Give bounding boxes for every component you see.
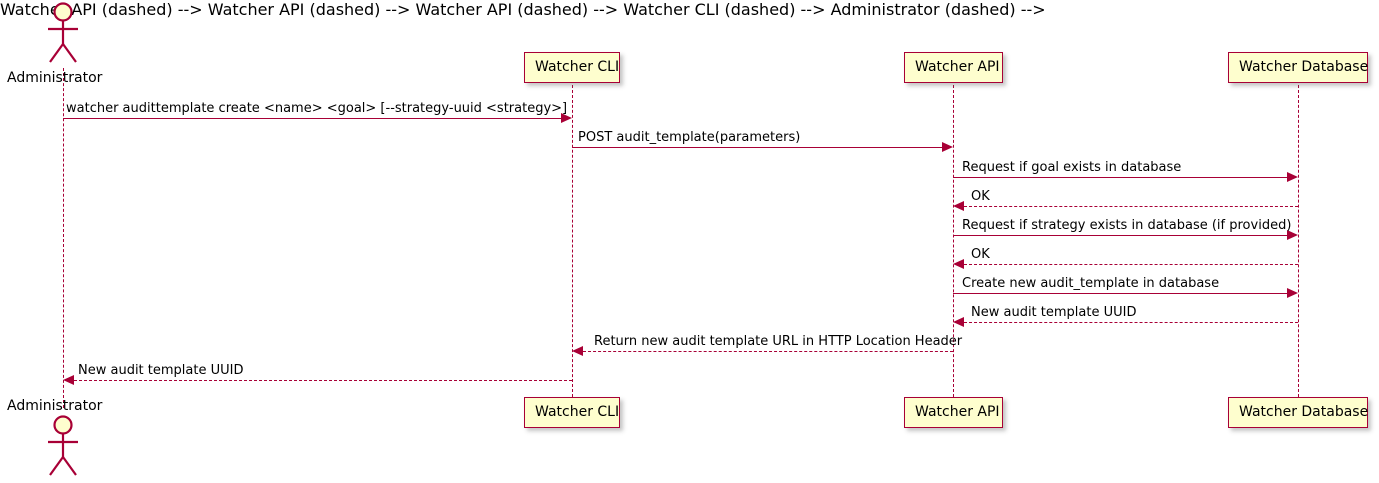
- message-line: [964, 264, 1298, 265]
- message-line: [74, 380, 572, 381]
- message-line: [953, 177, 1287, 178]
- lifeline-watcher-api: [953, 85, 954, 397]
- participant-watcher-cli-top[interactable]: Watcher CLI: [524, 52, 620, 83]
- actor-label-administrator-bottom: Administrator: [7, 398, 103, 414]
- message-label: POST audit_template(parameters): [578, 130, 801, 145]
- message-line: [964, 206, 1298, 207]
- arrowhead-right-icon: [1287, 172, 1298, 182]
- participant-watcher-cli-bottom[interactable]: Watcher CLI: [524, 397, 620, 428]
- participant-watcher-api-top[interactable]: Watcher API: [904, 52, 1003, 83]
- arrowhead-right-icon: [1287, 230, 1298, 240]
- lifeline-administrator: [63, 68, 64, 408]
- arrowhead-left-icon: [953, 201, 964, 211]
- actor-label-administrator-top: Administrator: [7, 70, 103, 86]
- actor-icon: [48, 415, 78, 476]
- arrowhead-left-icon: [63, 375, 74, 385]
- arrowhead-right-icon: [1287, 288, 1298, 298]
- message-label: OK: [971, 247, 990, 262]
- message-line: [964, 322, 1298, 323]
- arrowhead-right-icon: [561, 113, 572, 123]
- message-line: [63, 118, 561, 119]
- message-label: OK: [971, 189, 990, 204]
- participant-watcher-database-bottom[interactable]: Watcher Database: [1228, 397, 1368, 428]
- message-label: New audit template UUID: [971, 305, 1137, 320]
- arrowhead-left-icon: [953, 317, 964, 327]
- actor-icon: [48, 2, 78, 63]
- message-label: Request if goal exists in database: [962, 160, 1182, 175]
- message-line: [572, 147, 942, 148]
- participant-watcher-api-bottom[interactable]: Watcher API: [904, 397, 1003, 428]
- message-label: Request if strategy exists in database (…: [962, 218, 1292, 233]
- arrowhead-left-icon: [953, 259, 964, 269]
- message-label: watcher audittemplate create <name> <goa…: [66, 101, 568, 116]
- message-label: Create new audit_template in database: [962, 276, 1220, 291]
- arrowhead-right-icon: [942, 142, 953, 152]
- actor-administrator-top: [39, 2, 87, 63]
- arrowhead-left-icon: [572, 346, 583, 356]
- actor-administrator-bottom: [39, 415, 87, 476]
- message-line: [583, 351, 953, 352]
- message-line: [953, 235, 1287, 236]
- participant-watcher-database-top[interactable]: Watcher Database: [1228, 52, 1368, 83]
- message-label: New audit template UUID: [78, 363, 244, 378]
- lifeline-watcher-database: [1298, 85, 1299, 397]
- message-line: [953, 293, 1287, 294]
- lifeline-watcher-cli: [572, 85, 573, 397]
- message-label: Return new audit template URL in HTTP Lo…: [594, 334, 963, 349]
